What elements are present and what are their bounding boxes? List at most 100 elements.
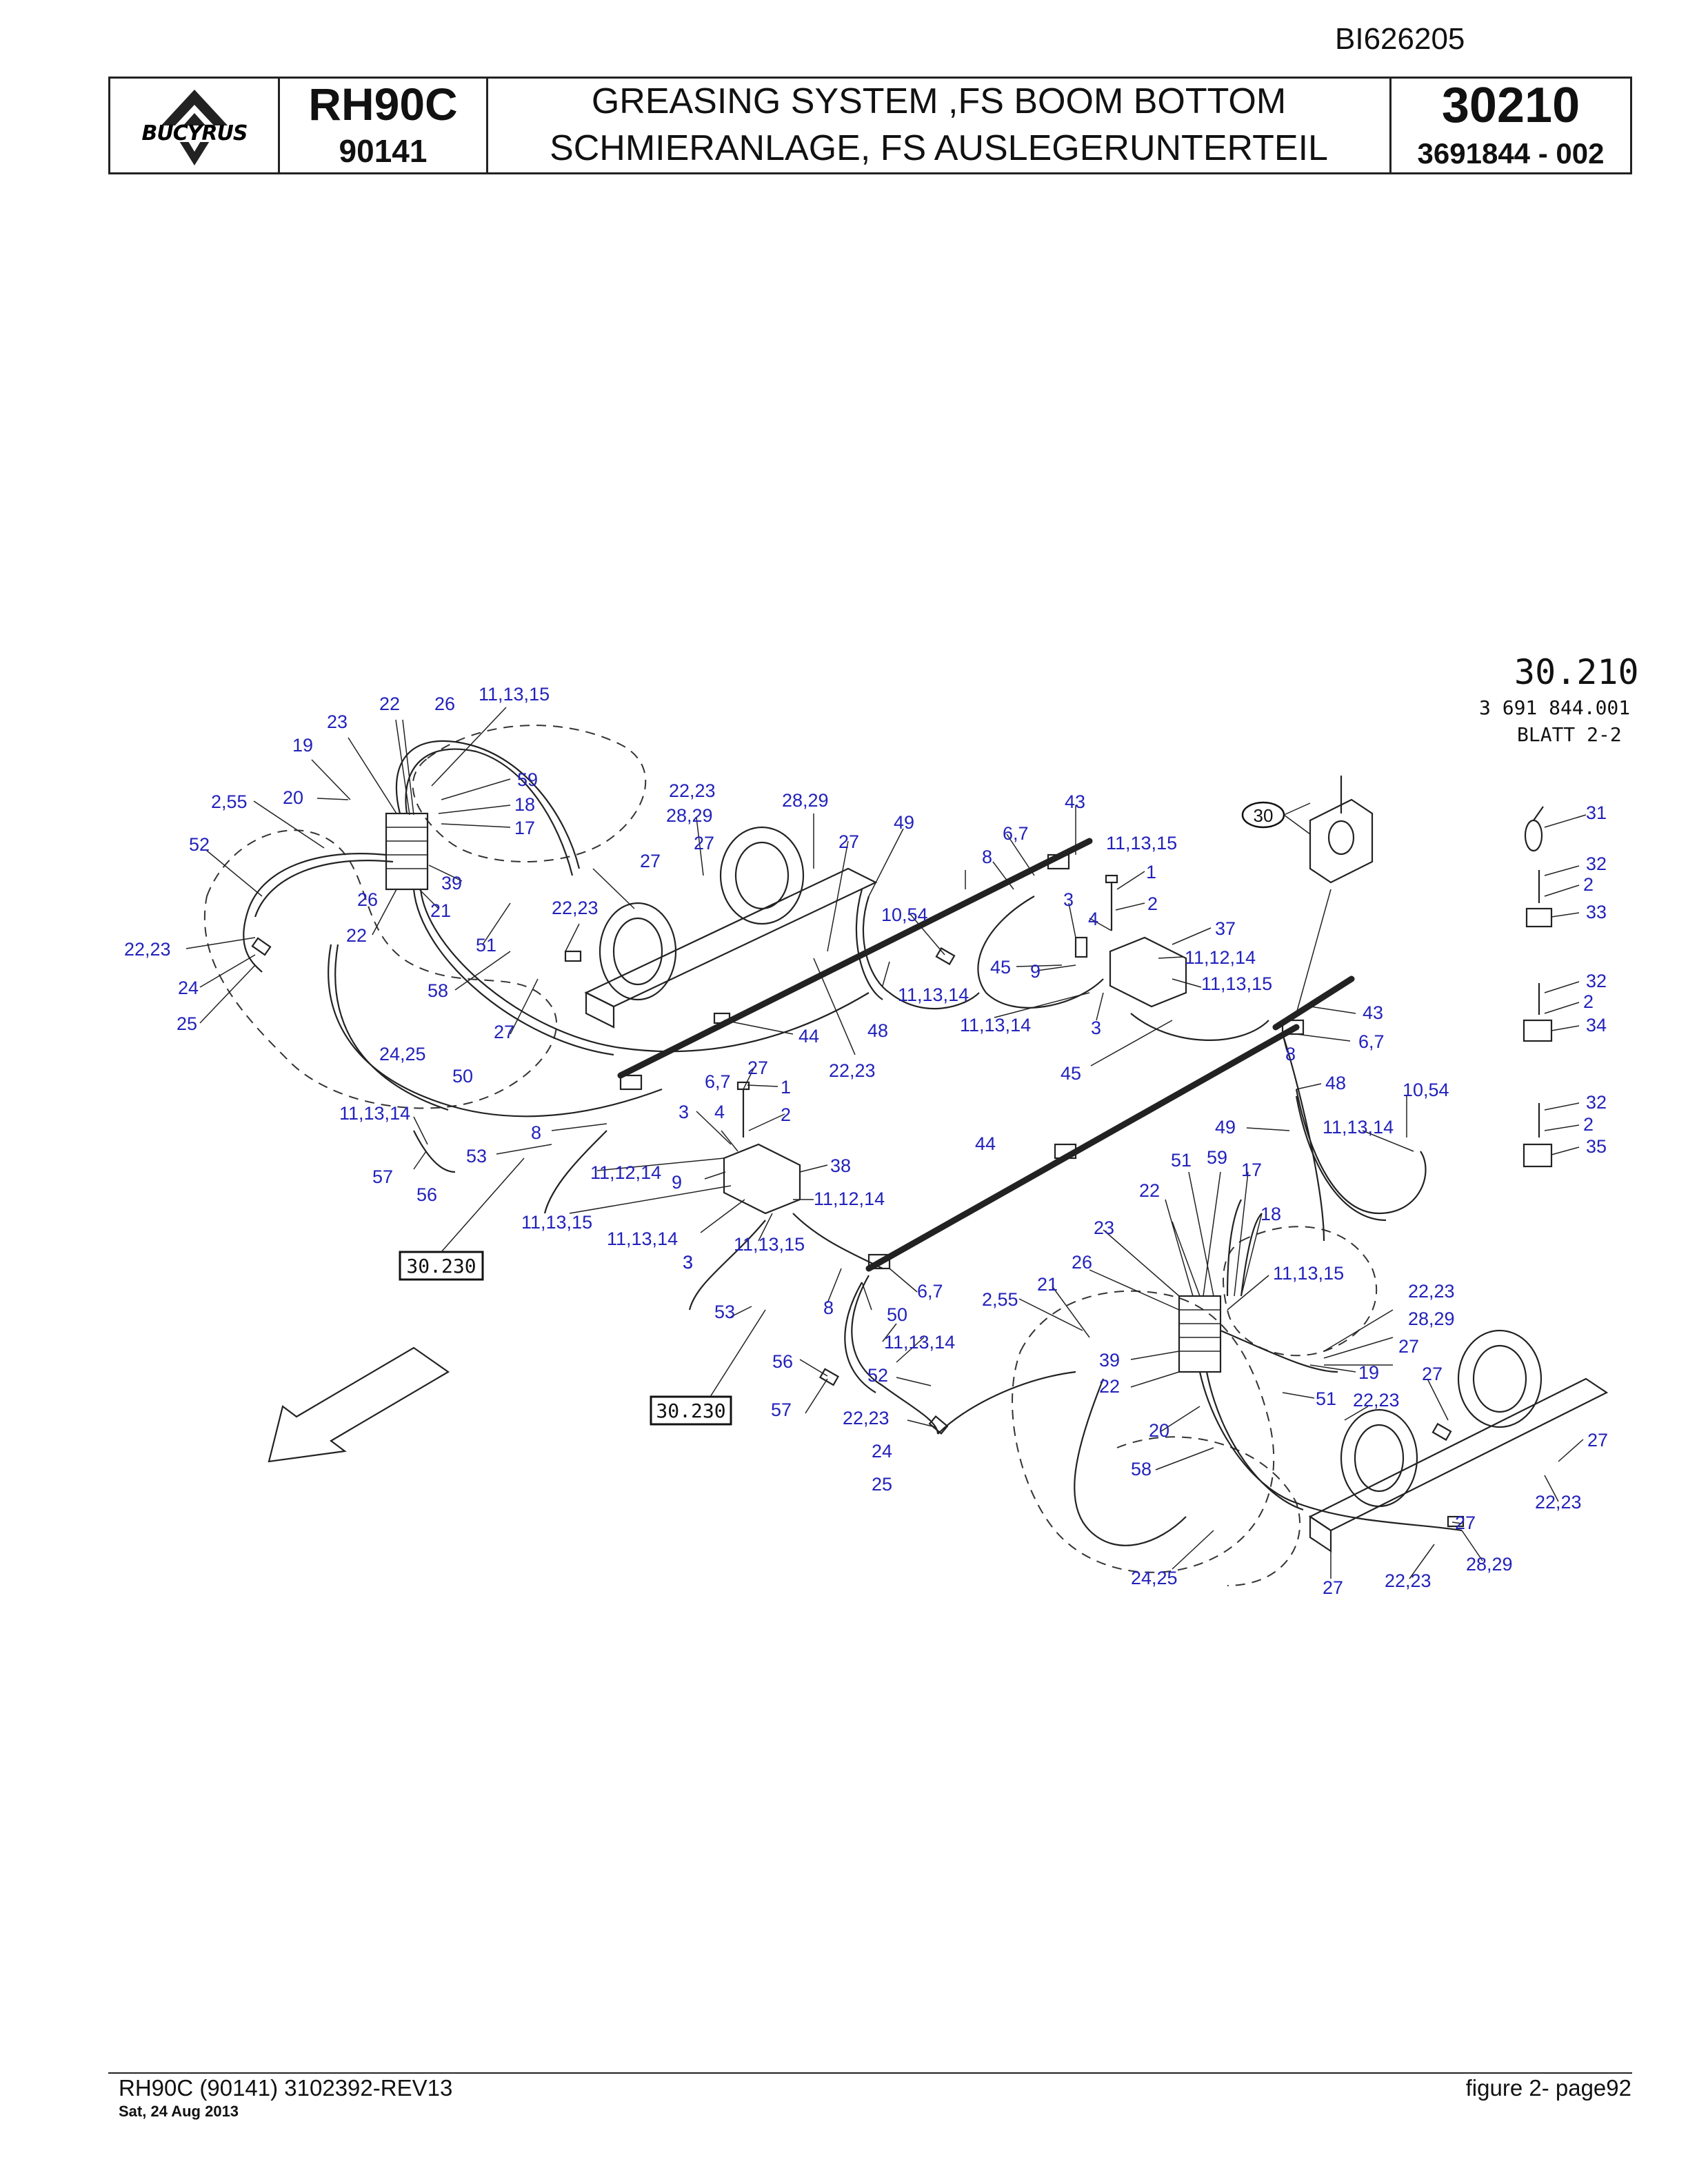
callout: 18 xyxy=(1260,1204,1281,1224)
callout: 58 xyxy=(1131,1459,1152,1479)
callout: 11,13,15 xyxy=(521,1212,592,1233)
footer-page: figure 2- page92 xyxy=(1465,2075,1631,2101)
callout: 10,54 xyxy=(881,904,928,925)
callout: 28,29 xyxy=(1408,1308,1455,1329)
callout: 6,7 xyxy=(1358,1031,1385,1052)
callout: 26 xyxy=(1072,1252,1092,1273)
callout: 11,13,14 xyxy=(339,1103,410,1124)
callout: 27 xyxy=(640,851,661,871)
callout: 51 xyxy=(1171,1150,1192,1171)
direction-arrow-icon xyxy=(268,1346,450,1463)
callout: 45 xyxy=(1061,1063,1081,1084)
bolts xyxy=(736,874,1118,1138)
callout: 11,12,14 xyxy=(814,1189,885,1209)
callout: 9 xyxy=(1030,961,1041,982)
callout: 43 xyxy=(1065,791,1085,812)
callout: 11,13,14 xyxy=(898,984,969,1005)
callout: 19 xyxy=(1358,1362,1379,1383)
small-parts-31-35 xyxy=(1523,806,1553,1168)
callout: 1 xyxy=(1146,862,1156,882)
callout: 28,29 xyxy=(782,790,829,811)
callout: 22 xyxy=(1139,1180,1160,1201)
callout: 22,23 xyxy=(669,780,716,801)
callout: 58 xyxy=(428,980,448,1001)
callout: 22,23 xyxy=(1353,1390,1400,1410)
svg-text:30: 30 xyxy=(1254,805,1274,826)
callout: 27 xyxy=(1422,1364,1443,1384)
document-id: BI626205 xyxy=(1335,22,1465,56)
callout: 20 xyxy=(283,787,303,808)
clamp-bracket-30 xyxy=(1296,776,1374,1014)
callout: 56 xyxy=(416,1184,437,1205)
callout: 6,7 xyxy=(1003,823,1029,844)
callout: 53 xyxy=(714,1302,735,1322)
callout: 21 xyxy=(430,900,451,921)
callout: 22,23 xyxy=(124,939,171,960)
callout: 2 xyxy=(1583,1114,1594,1135)
part-number: 3691844 - 002 xyxy=(1417,137,1605,170)
callout: 34 xyxy=(1586,1015,1607,1035)
callout: 22,23 xyxy=(829,1060,876,1081)
callout: 22,23 xyxy=(1535,1492,1582,1513)
callout: 22,23 xyxy=(1385,1570,1431,1591)
title-german: SCHMIERANLAGE, FS AUSLEGERUNTERTEIL xyxy=(550,128,1328,168)
callout: 45 xyxy=(990,957,1011,978)
callout: 53 xyxy=(466,1146,487,1166)
callout: 9 xyxy=(672,1172,682,1193)
callout: 2 xyxy=(1583,874,1594,895)
pipe-clamp-cylinders xyxy=(599,826,1543,1508)
callout: 39 xyxy=(441,873,462,893)
callout: 11,12,14 xyxy=(590,1162,661,1183)
callout: 27 xyxy=(1323,1577,1343,1598)
brand-logo-cell: BUCYRUS xyxy=(110,79,280,172)
callout: 11,13,15 xyxy=(1273,1263,1344,1284)
callout: 48 xyxy=(1325,1073,1346,1093)
callout: 35 xyxy=(1586,1136,1607,1157)
callout: 27 xyxy=(494,1022,514,1042)
callout: 8 xyxy=(1285,1044,1296,1064)
callout: 2 xyxy=(781,1104,791,1125)
valve-block-center xyxy=(723,936,1187,1215)
callout: 11,13,14 xyxy=(884,1332,955,1353)
callout: 48 xyxy=(867,1020,888,1041)
callout: 11,13,15 xyxy=(1106,833,1177,853)
callout: 11,13,14 xyxy=(607,1228,678,1249)
callout: 3 xyxy=(1091,1018,1101,1038)
callout: 3 xyxy=(679,1102,689,1122)
callout: 11,13,15 xyxy=(1201,973,1272,994)
callout: 22,23 xyxy=(843,1408,890,1428)
figure-number: 30210 xyxy=(1441,78,1580,133)
callout: 57 xyxy=(771,1399,792,1420)
callout: 11,12,14 xyxy=(1185,947,1256,968)
callout: 8 xyxy=(823,1297,834,1318)
callout: 59 xyxy=(517,769,538,790)
callout: 59 xyxy=(1207,1147,1227,1168)
title-cell: GREASING SYSTEM ,FS BOOM BOTTOM SCHMIERA… xyxy=(488,79,1391,172)
callout: 27 xyxy=(694,833,714,853)
callout: 26 xyxy=(357,889,378,910)
callout: 38 xyxy=(830,1155,851,1176)
grease-hoses xyxy=(243,740,1463,1546)
callout: 10,54 xyxy=(1403,1080,1449,1100)
frame-rail-left xyxy=(584,867,878,1029)
callout: 44 xyxy=(798,1026,819,1046)
callout: 26 xyxy=(434,694,455,714)
callout: 28,29 xyxy=(1466,1554,1513,1575)
callout: 49 xyxy=(894,812,914,833)
callout: 32 xyxy=(1586,971,1607,991)
callout: 24,25 xyxy=(379,1044,426,1064)
callout: 17 xyxy=(1241,1160,1262,1180)
callout: 20 xyxy=(1149,1420,1169,1441)
callout: 8 xyxy=(531,1122,541,1143)
model-name: RH90C xyxy=(308,79,458,130)
callout: 3 xyxy=(683,1252,693,1273)
callout: 50 xyxy=(452,1066,473,1086)
callout: 22 xyxy=(379,694,400,714)
model-cell: RH90C 90141 xyxy=(280,79,488,172)
callout: 28,29 xyxy=(666,805,713,826)
footer-divider xyxy=(108,2072,1632,2074)
callout: 21 xyxy=(1037,1274,1058,1295)
callout: 25 xyxy=(177,1013,197,1034)
callout: 4 xyxy=(714,1102,725,1122)
